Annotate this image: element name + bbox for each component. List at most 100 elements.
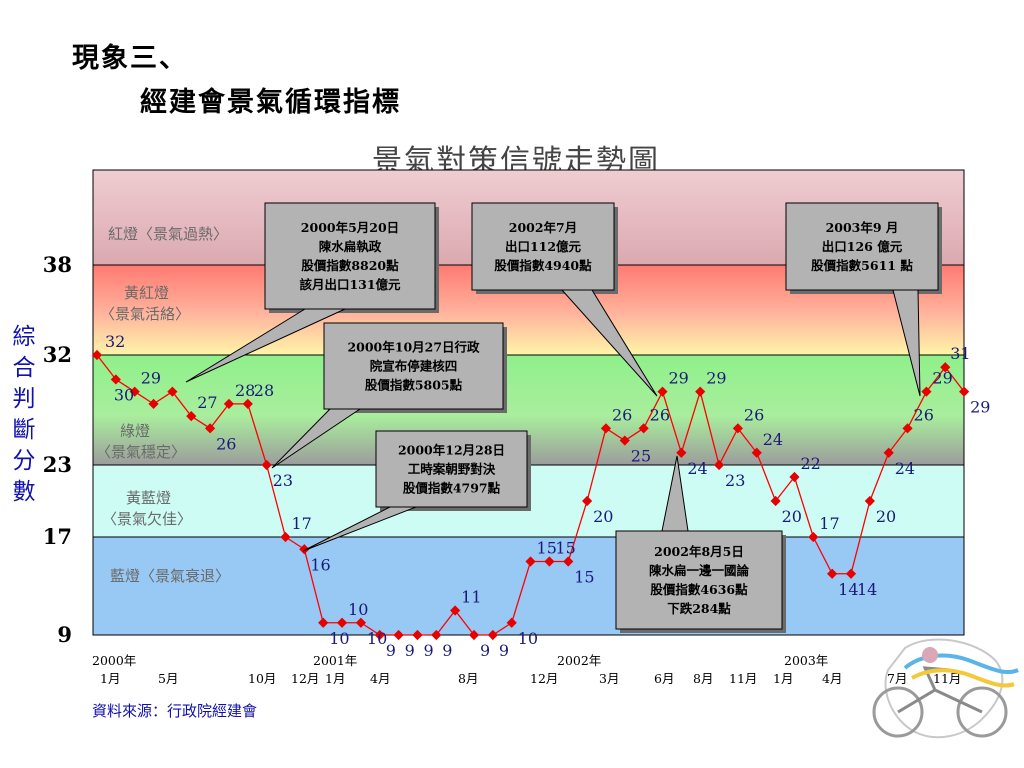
y-tick-label: 9 bbox=[57, 622, 72, 647]
x-tick-label: 2001年 bbox=[313, 653, 357, 668]
data-label: 26 bbox=[914, 405, 934, 424]
band-label: 黃藍燈〈景氣欠佳〉 bbox=[102, 489, 192, 528]
data-label: 14 bbox=[857, 580, 877, 599]
x-tick-label: 2003年 bbox=[784, 653, 828, 668]
callout-line: 股價指數8820點 bbox=[301, 258, 399, 273]
speed-stroke-blue bbox=[903, 653, 1019, 675]
data-label: 29 bbox=[706, 369, 726, 388]
callout-line: 下跌284點 bbox=[667, 601, 731, 616]
callout-line: 工時案朝野對決 bbox=[408, 462, 496, 477]
callout-body bbox=[471, 202, 615, 291]
data-label: 15 bbox=[574, 568, 594, 587]
data-point bbox=[751, 447, 762, 458]
data-label: 11 bbox=[461, 588, 481, 607]
data-point bbox=[393, 629, 404, 641]
data-label: 24 bbox=[687, 459, 707, 478]
data-point bbox=[280, 531, 291, 543]
callouts: 2000年5月20日陳水扁執政股價指數8820點該月出口131億元2002年7月… bbox=[185, 202, 942, 633]
x-tick-label: 8月 bbox=[458, 671, 478, 686]
data-point bbox=[525, 556, 536, 567]
x-tick-label: 11月 bbox=[729, 671, 757, 686]
data-label: 29 bbox=[970, 398, 990, 417]
data-label: 24 bbox=[895, 459, 915, 478]
callout-line: 股價指數4636點 bbox=[650, 582, 748, 597]
data-label: 15 bbox=[555, 539, 575, 558]
data-label: 15 bbox=[537, 539, 557, 558]
data-point bbox=[544, 556, 555, 567]
x-tick-label: 2002年 bbox=[557, 653, 601, 668]
x-tick-label: 12月 bbox=[291, 671, 319, 686]
data-point bbox=[318, 617, 329, 628]
data-point bbox=[921, 386, 932, 397]
slide-title-line2: 經建會景氣循環指標 bbox=[140, 87, 401, 118]
data-point bbox=[261, 459, 272, 471]
data-label: 20 bbox=[876, 507, 896, 526]
y-axis-label-char: 分 bbox=[12, 448, 36, 474]
callout-line: 該月出口131億元 bbox=[299, 277, 401, 292]
data-label: 26 bbox=[650, 405, 670, 424]
data-point bbox=[167, 386, 178, 397]
x-tick-label: 10月 bbox=[248, 671, 276, 686]
data-point bbox=[242, 398, 253, 409]
x-tick-label: 5月 bbox=[158, 671, 178, 686]
slide-title-line1: 現象三、 bbox=[72, 43, 188, 74]
x-tick-label: 3月 bbox=[599, 671, 619, 686]
callout-body bbox=[323, 322, 504, 410]
y-tick-label: 32 bbox=[43, 342, 72, 367]
data-point bbox=[563, 556, 574, 567]
data-point bbox=[676, 447, 687, 458]
x-tick-label: 1月 bbox=[325, 671, 345, 686]
data-point bbox=[299, 544, 310, 555]
data-label: 9 bbox=[405, 641, 415, 660]
data-label: 20 bbox=[782, 507, 802, 526]
callout-body bbox=[264, 202, 436, 310]
band-5 bbox=[92, 536, 965, 636]
y-axis-label-char: 判 bbox=[12, 386, 36, 412]
y-tick-label: 23 bbox=[43, 452, 72, 477]
data-point bbox=[450, 605, 461, 616]
data-label: 17 bbox=[292, 514, 312, 533]
data-label: 29 bbox=[141, 369, 161, 388]
data-label: 24 bbox=[763, 430, 783, 449]
data-point bbox=[412, 629, 423, 641]
data-point bbox=[129, 386, 140, 397]
data-label: 32 bbox=[105, 332, 125, 351]
band-label: 綠燈〈景氣穩定〉 bbox=[96, 422, 186, 461]
data-label: 20 bbox=[593, 507, 613, 526]
callout-body bbox=[375, 430, 528, 508]
callout-line: 股價指數4940點 bbox=[494, 258, 592, 273]
y-axis-label: 綜合判斷分數 bbox=[10, 322, 38, 508]
y-axis-label-char: 綜 bbox=[12, 324, 36, 350]
callout-line: 2002年8月5日 bbox=[654, 544, 744, 559]
data-label: 16 bbox=[310, 555, 330, 574]
data-label: 29 bbox=[932, 369, 952, 388]
x-tick-label: 4月 bbox=[822, 671, 842, 686]
data-point bbox=[148, 398, 159, 409]
callout-line: 股價指數4797點 bbox=[403, 481, 501, 496]
rider-head bbox=[922, 647, 938, 663]
data-point bbox=[582, 495, 593, 507]
data-point bbox=[205, 423, 216, 434]
callout-line: 2000年12月28日 bbox=[398, 443, 505, 458]
data-label: 17 bbox=[819, 514, 839, 533]
x-tick-label: 7月 bbox=[887, 671, 907, 686]
data-label: 9 bbox=[386, 641, 396, 660]
data-label: 28 bbox=[235, 381, 255, 400]
callout-line: 2003年9 月 bbox=[826, 220, 899, 235]
data-label: 27 bbox=[197, 393, 217, 412]
y-axis-label-char: 合 bbox=[12, 355, 36, 381]
data-label: 10 bbox=[348, 600, 368, 619]
x-tick-label: 12月 bbox=[530, 671, 558, 686]
data-point bbox=[845, 568, 857, 579]
data-point bbox=[940, 362, 951, 373]
callout-line: 出口112億元 bbox=[505, 239, 582, 254]
data-label: 29 bbox=[669, 369, 689, 388]
callout-body bbox=[785, 202, 939, 291]
data-point bbox=[902, 423, 913, 434]
bike-wheel-rear bbox=[872, 686, 924, 738]
